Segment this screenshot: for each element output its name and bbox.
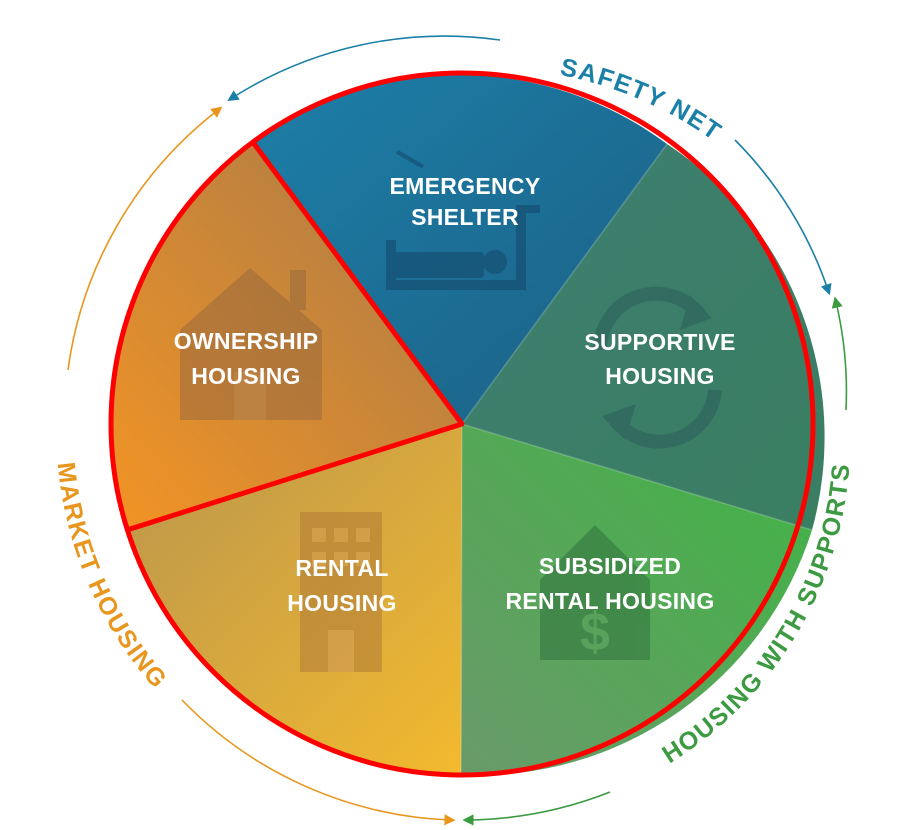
market-arrow-bottom bbox=[181, 699, 456, 826]
safety-net-arrow-right bbox=[734, 139, 832, 296]
segment-label-supportive: SUPPORTIVE HOUSING bbox=[584, 329, 735, 389]
house-icon bbox=[180, 268, 322, 420]
building-windows bbox=[312, 528, 370, 672]
ownership-line-1: OWNERSHIP bbox=[174, 328, 319, 354]
emergency-line-1: EMERGENCY bbox=[390, 173, 541, 199]
segment-rental-housing[interactable] bbox=[127, 424, 462, 775]
rental-line-2: HOUSING bbox=[287, 590, 396, 616]
ring-arrows bbox=[67, 35, 848, 826]
bed-icon bbox=[386, 149, 540, 290]
segment-label-rental: RENTAL HOUSING bbox=[287, 555, 396, 616]
market-arrow-top bbox=[67, 106, 223, 371]
subsidized-line-1: SUBSIDIZED bbox=[539, 553, 681, 579]
subsidized-line-2: RENTAL HOUSING bbox=[505, 588, 714, 614]
building-icon bbox=[300, 512, 382, 672]
svg-text:$: $ bbox=[580, 602, 610, 662]
emergency-line-2: SHELTER bbox=[411, 204, 519, 230]
segment-label-subsidized: SUBSIDIZED RENTAL HOUSING bbox=[505, 553, 714, 614]
ownership-line-2: HOUSING bbox=[191, 363, 300, 389]
cycle-arrows-icon bbox=[592, 286, 722, 449]
supportive-line-2: HOUSING bbox=[605, 363, 714, 389]
segment-emergency-shelter[interactable] bbox=[252, 74, 667, 425]
supports-arrow-top bbox=[831, 296, 848, 411]
supports-arrow-bottom bbox=[462, 791, 611, 826]
segment-label-ownership: OWNERSHIP HOUSING bbox=[174, 328, 319, 389]
segment-supportive-housing[interactable] bbox=[462, 144, 825, 530]
segment-label-emergency: EMERGENCY SHELTER bbox=[390, 173, 541, 230]
house-door bbox=[234, 372, 266, 420]
safety-net-arrow-left bbox=[227, 35, 501, 102]
highlight-outline bbox=[108, 70, 816, 778]
rental-line-1: RENTAL bbox=[295, 555, 388, 581]
supportive-line-1: SUPPORTIVE bbox=[584, 329, 735, 355]
house-dollar-icon: $ bbox=[540, 525, 650, 662]
